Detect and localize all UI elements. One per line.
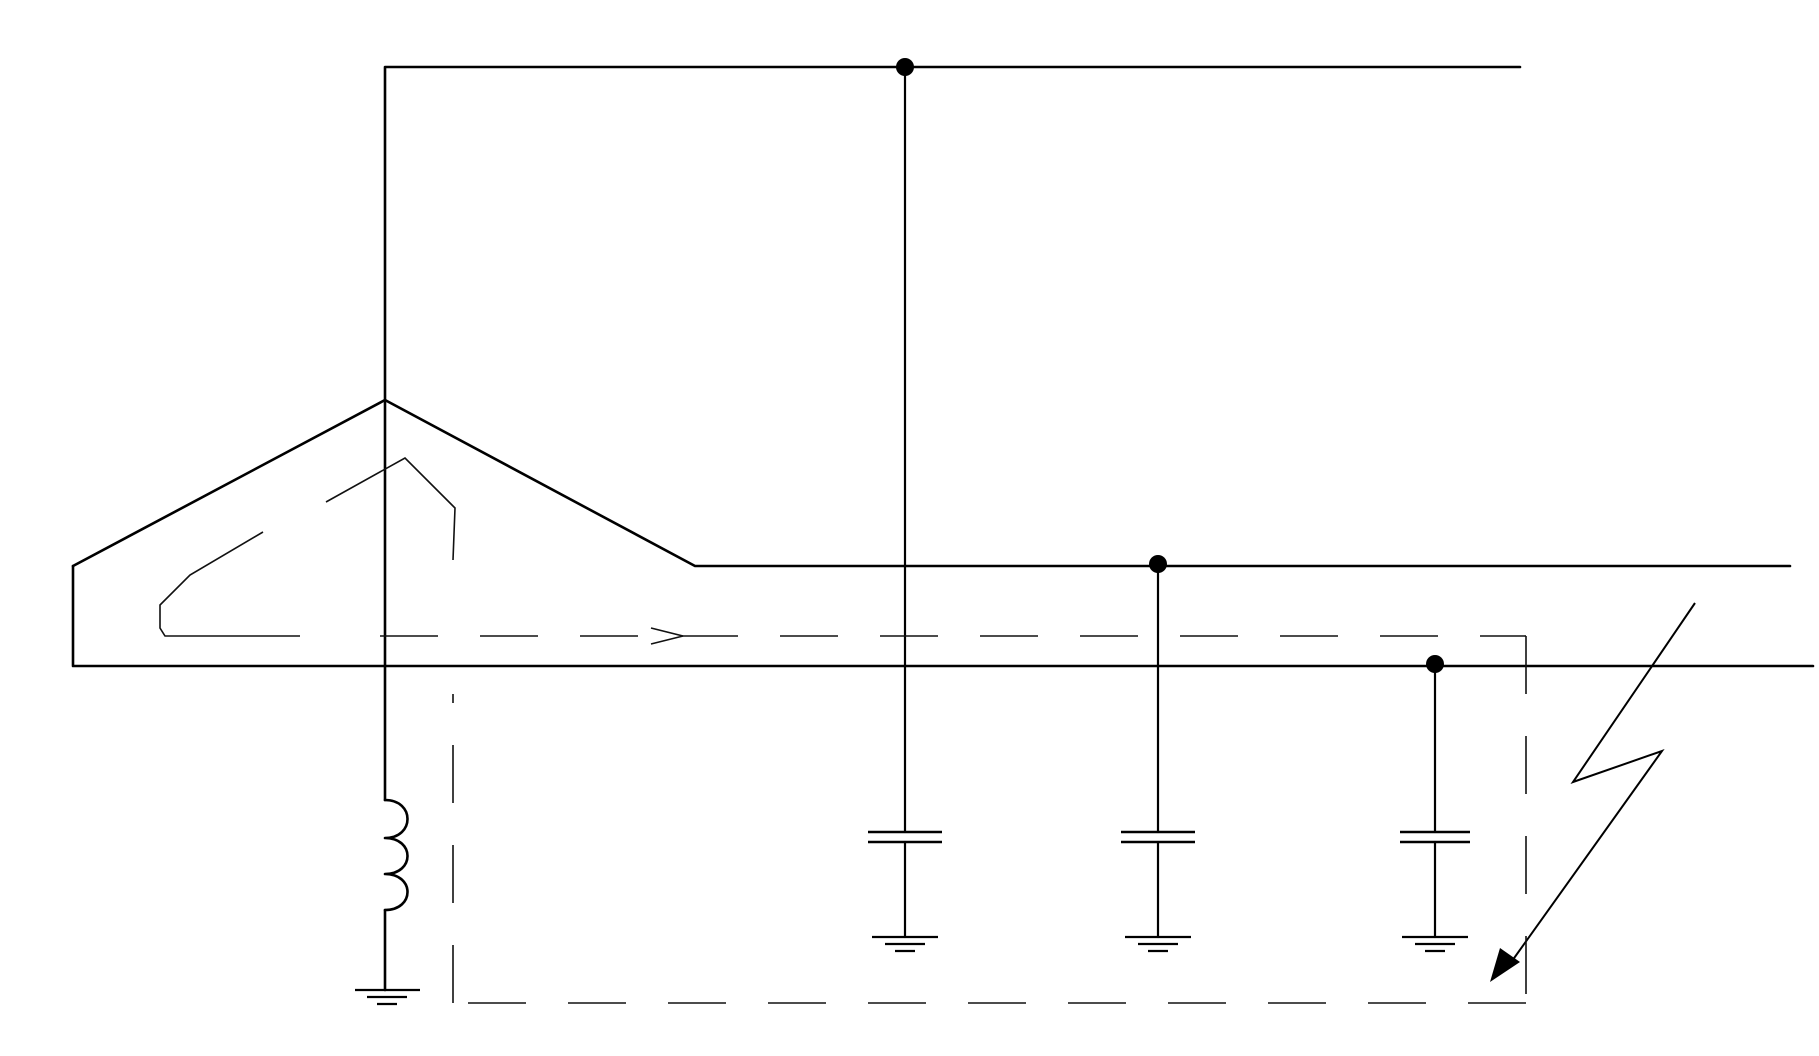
upper-feeder	[383, 65, 1522, 402]
ground-symbol-cap-1	[872, 935, 938, 953]
capacitor-1	[868, 65, 942, 953]
bus-line-upper	[383, 58, 1522, 402]
ground-symbol-cap-2	[1125, 935, 1191, 953]
loop-upper-segment-a	[325, 457, 456, 561]
capacitor-3	[1400, 655, 1470, 953]
inductor-coil	[383, 798, 409, 912]
ground-symbol-neutral	[355, 988, 420, 1006]
ground-symbol-cap-3	[1402, 935, 1468, 953]
path-direction-chevron	[650, 627, 684, 645]
capacitor-2	[1121, 555, 1195, 953]
delta-upper-edge	[71, 398, 1792, 568]
fault-arrow-head	[1490, 948, 1520, 982]
neutral-grounding-inductor	[355, 398, 420, 1006]
transformer-delta-winding	[71, 398, 1815, 668]
fault-zigzag	[1511, 602, 1696, 962]
current-return-path	[159, 457, 1527, 1004]
delta-left-edge	[71, 564, 1815, 668]
loop-upper-segment-b	[159, 531, 300, 637]
fault-arrow	[1490, 602, 1696, 982]
